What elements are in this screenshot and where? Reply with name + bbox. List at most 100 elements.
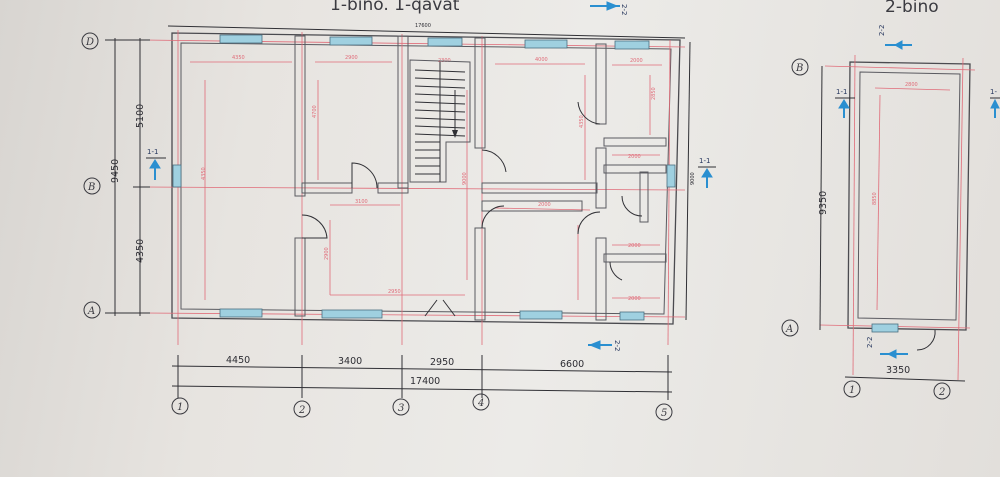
- grid-line-2: [957, 57, 964, 381]
- bottom-dim: 4450: [226, 355, 250, 366]
- section-label: 2-2: [878, 25, 886, 36]
- left-dim-upper: 5100: [135, 104, 146, 128]
- right-total-dim: 9000: [690, 172, 696, 185]
- axis-label: 3: [398, 403, 404, 414]
- axis-label: 1: [177, 402, 183, 413]
- bottom-dim: 3400: [338, 356, 362, 367]
- wall: [595, 43, 607, 125]
- entrance-door: [424, 299, 456, 317]
- grid-line-1: [852, 54, 856, 376]
- wall: [639, 171, 649, 223]
- axis-marker-3: [392, 398, 410, 416]
- axis-label: D: [85, 37, 94, 48]
- wall: [481, 200, 583, 212]
- room-dim: 2950: [388, 289, 401, 295]
- section-mark-top: 2-2: [878, 25, 912, 50]
- left-dim-lower: 4350: [135, 239, 146, 263]
- section-mark-left: 1-1: [146, 148, 166, 180]
- wall: [603, 164, 667, 174]
- left-dim-line: [819, 65, 823, 331]
- window: [321, 309, 383, 319]
- axis-label: A: [785, 324, 793, 335]
- section-label: 2-2: [613, 340, 621, 351]
- room-dim: 3100: [355, 199, 368, 205]
- plan1-title: 1-bino. 1-qavat: [330, 0, 460, 15]
- window: [871, 323, 899, 333]
- left-total-dim: 9450: [110, 159, 121, 183]
- wall: [474, 227, 486, 321]
- plan1: 17600 4350 2900 2300 4000: [81, 1, 716, 421]
- axis-marker-A: [83, 301, 101, 319]
- bottom-dim-total-line: [171, 385, 673, 393]
- door: [916, 329, 936, 351]
- door: [577, 211, 601, 235]
- section-mark-bottom: 2-2: [866, 337, 908, 359]
- axis-marker-1: [843, 380, 861, 398]
- window: [172, 164, 182, 188]
- room-dim: 2000: [628, 296, 641, 302]
- section-label: 2-2: [620, 4, 628, 15]
- bottom-dim: 6600: [560, 359, 584, 370]
- room-dim: 2900: [324, 247, 330, 260]
- room-dim-line: [874, 87, 951, 91]
- room-dim: 2000: [630, 58, 643, 64]
- room-dim: 4350: [232, 55, 245, 61]
- outer-wall: [171, 32, 681, 325]
- plan2-title: 2-bino: [885, 0, 939, 17]
- window: [219, 34, 263, 44]
- wall: [595, 147, 607, 209]
- section-mark-left: 1-1: [835, 88, 855, 118]
- door: [351, 162, 378, 189]
- room-dim: 4350: [579, 115, 585, 128]
- axis-marker-2: [933, 382, 951, 400]
- door: [481, 149, 507, 173]
- wall: [294, 237, 306, 317]
- bottom-dim: 3350: [886, 365, 910, 376]
- window: [614, 40, 650, 50]
- grid-line-5: [667, 39, 671, 346]
- section-label: 1-: [990, 88, 997, 96]
- axis-marker-1: [171, 397, 189, 415]
- section-label: 1-1: [699, 157, 710, 165]
- section-label: 1-1: [147, 148, 158, 156]
- axis-marker-B: [791, 58, 809, 76]
- grid-line-B: [824, 65, 976, 71]
- plan2: 2800 8850 9350 3350 B A 1 2 2-2 1-1: [781, 25, 1000, 400]
- section-label: 2-2: [866, 337, 874, 348]
- door: [577, 101, 601, 125]
- wall: [595, 237, 607, 321]
- window: [524, 39, 568, 49]
- axis-label: 1: [849, 385, 855, 396]
- window: [427, 37, 463, 47]
- axis-marker-B: [83, 177, 101, 195]
- top-overall-dim: 17600: [415, 23, 431, 29]
- inner-wall-line: [857, 71, 961, 321]
- window: [219, 308, 263, 318]
- wall: [481, 182, 598, 194]
- room-dim: 2800: [905, 82, 918, 88]
- wall: [603, 137, 667, 147]
- axis-label: 5: [661, 408, 667, 419]
- axis-marker-4: [472, 393, 490, 411]
- staircase: [409, 59, 471, 183]
- inner-wall-line: [180, 42, 672, 315]
- outer-wall: [847, 61, 971, 331]
- axis-marker-A: [781, 319, 799, 337]
- door: [481, 205, 505, 229]
- section-mark-top: 2-2: [590, 1, 628, 15]
- window: [619, 311, 645, 321]
- room-dim: 2850: [651, 87, 657, 100]
- room-dim-line: [876, 94, 881, 311]
- section-mark-right: 1-1: [698, 157, 716, 188]
- axis-label: 4: [477, 398, 484, 409]
- room-dim: 4700: [312, 105, 318, 118]
- door: [609, 261, 623, 281]
- wall: [603, 253, 667, 263]
- room-dim-line: [494, 207, 591, 211]
- axis-label: B: [795, 63, 803, 74]
- wall: [397, 35, 409, 189]
- room-dim: 9000: [462, 172, 468, 185]
- room-dim: 2000: [628, 154, 641, 160]
- room-dim: 4000: [535, 57, 548, 63]
